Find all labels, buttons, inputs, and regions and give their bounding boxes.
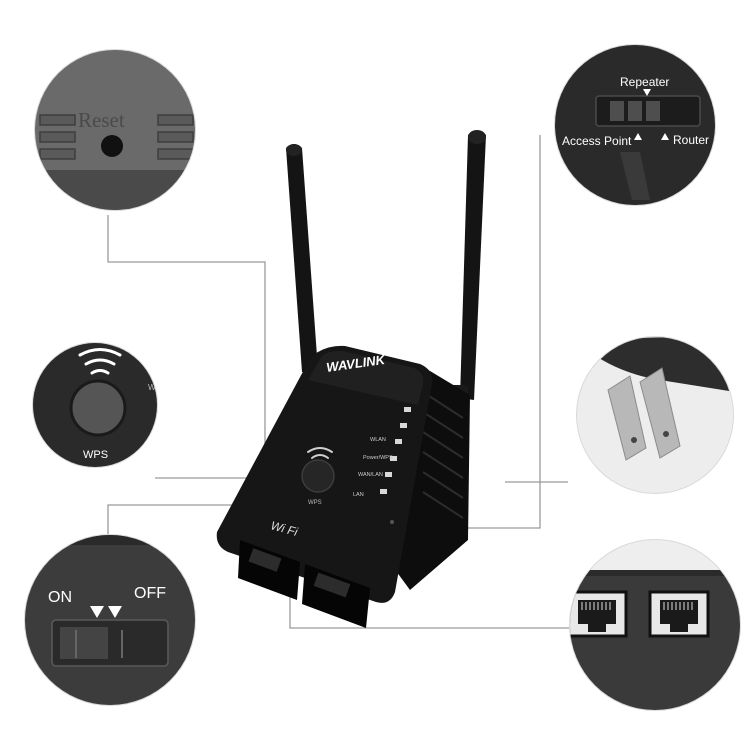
callout-wps: WPS W [32, 342, 158, 468]
mode-router-label: Router [673, 133, 709, 147]
led-label-lan: LAN [353, 492, 364, 498]
led-label-power: Power/WPS [363, 455, 393, 461]
callout-plug [576, 336, 734, 494]
reset-hole-icon [101, 135, 123, 157]
callout-ethernet [569, 539, 741, 711]
callout-power-switch: ON OFF [24, 534, 196, 706]
switch-on-label: ON [48, 589, 72, 606]
wps-button-icon [69, 379, 127, 437]
wps-label: WPS [83, 449, 108, 461]
ethernet-port-icon [570, 590, 628, 638]
wps-partial-text: W [148, 383, 156, 392]
wifi-icon [307, 447, 333, 459]
mode-access-point-label: Access Point [562, 134, 632, 148]
us-plug-icon [607, 367, 681, 461]
led-label-wlan: WLAN [370, 437, 386, 443]
wifi-icon [78, 348, 122, 375]
reset-label: Reset [78, 108, 125, 132]
switch-off-label: OFF [134, 585, 166, 602]
wps-button-label: WPS [308, 500, 322, 506]
mode-repeater-label: Repeater [620, 75, 669, 89]
switch-arrows-icon [90, 606, 122, 618]
callout-reset: Reset [34, 49, 196, 211]
callout-mode-switch: Repeater Access Point Router [554, 44, 716, 206]
wavlink-extender [216, 345, 470, 628]
led-label-wanlan: WAN/LAN [358, 472, 383, 478]
wifi-logo: Wi Fi [269, 518, 299, 539]
ethernet-port-icon [648, 590, 710, 638]
